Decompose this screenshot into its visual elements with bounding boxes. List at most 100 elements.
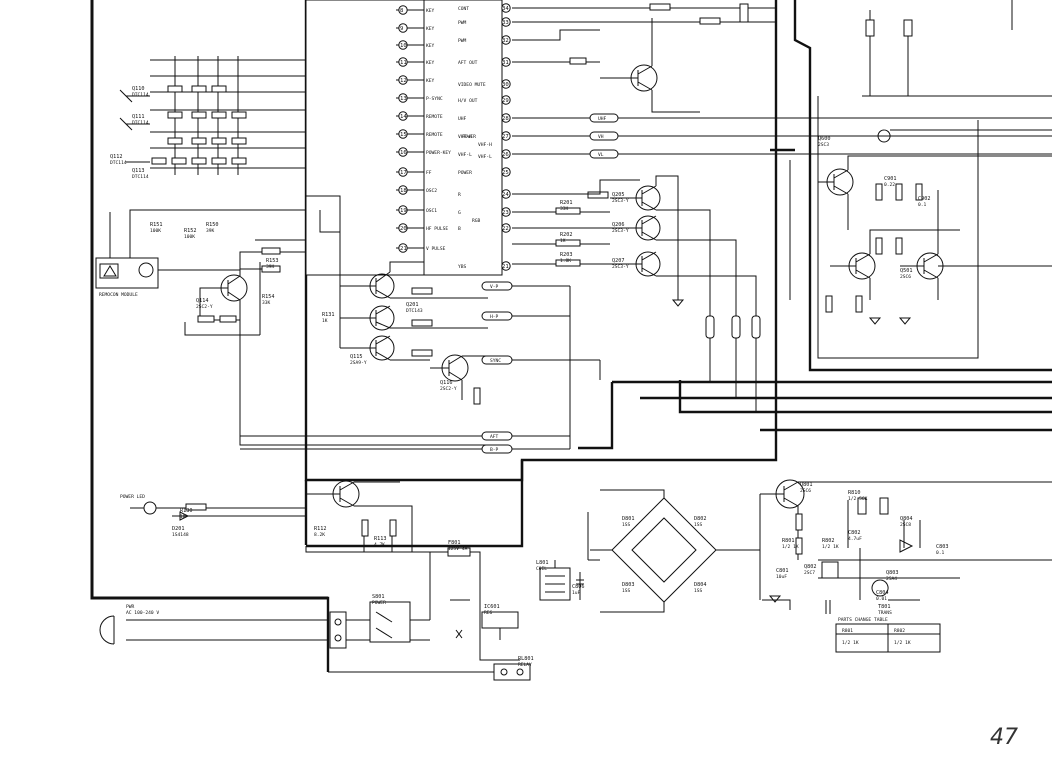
- ic-pin-label: HF PULSE: [426, 226, 448, 232]
- component-value: POWER: [372, 600, 386, 606]
- component-ref: Q201: [406, 302, 419, 308]
- bus-tag: [481, 444, 513, 454]
- ic2-pin-label: B: [458, 226, 461, 232]
- component-value: 125V 4A: [448, 546, 468, 552]
- component-value: TRANS: [878, 610, 892, 616]
- component-ref: R801: [782, 538, 795, 544]
- component-value: 2SA9-Y: [350, 360, 367, 366]
- ic2-pin-label: H/V OUT: [458, 98, 478, 104]
- component-ref: R150: [206, 222, 219, 228]
- ic2-pin-marker: [501, 95, 511, 105]
- component-ref: Q802: [804, 564, 817, 570]
- component-ref: Q501: [900, 268, 913, 274]
- remocon-module: REMOCON MODULE: [95, 209, 306, 298]
- ic2-pin-label: R: [458, 192, 461, 198]
- ic2-pin-label: VHF-L: [458, 152, 472, 158]
- ic-pin-marker: [398, 57, 408, 67]
- component-value: 2SC8: [900, 522, 911, 528]
- ic-pin-marker: [398, 5, 408, 15]
- component-value: 2SC3-Y: [612, 198, 629, 204]
- key-switches: [151, 85, 247, 165]
- component-value: RELAY: [518, 662, 532, 668]
- component-value: 33K: [262, 300, 271, 306]
- ic2-vhf-h-label: VHF-H: [478, 142, 492, 148]
- ac-input: [92, 552, 531, 681]
- bus-tag: [481, 281, 513, 291]
- component-value: 10uF: [776, 574, 787, 580]
- component-ref: R154: [262, 294, 275, 300]
- ic2-pin-label: PWM: [458, 38, 467, 44]
- band-tag-label: VH: [598, 134, 604, 140]
- component-ref: R151: [150, 222, 163, 228]
- component-value: 1S4148: [172, 532, 189, 538]
- ic2-pin-marker: [501, 223, 511, 233]
- ic2-pin-number: 24: [502, 192, 509, 198]
- ic-pin-marker: [398, 23, 408, 33]
- ic-pin-number: 15: [400, 132, 407, 138]
- ic-pin-number: 17: [400, 170, 407, 176]
- ic2-pin-number: 27: [502, 134, 509, 140]
- component-value: 0.1: [936, 550, 945, 556]
- component-ref: Q804: [900, 516, 913, 522]
- ic-pin-marker: [398, 147, 408, 157]
- ic2-pin-label: POWER: [458, 170, 472, 176]
- component-ref: R802: [822, 538, 835, 544]
- ic2-pin-label: VIDEO MUTE: [458, 82, 486, 88]
- ic2-pin-number: 22: [502, 226, 509, 232]
- ic2-pin-label: G: [458, 210, 461, 216]
- ic-pin-number: 14: [400, 114, 407, 120]
- component-value: 1K: [560, 238, 566, 244]
- component-ref: D803: [622, 582, 635, 588]
- ic2-pin-marker: [501, 167, 511, 177]
- band-tag: [589, 131, 619, 141]
- component-ref: F801: [448, 540, 461, 546]
- ic2-pin-number: 30: [502, 82, 509, 88]
- component-value: 39K: [206, 228, 215, 234]
- ic2-pin-number: 31: [502, 60, 509, 66]
- component-value: 1SS: [622, 522, 631, 528]
- ic2-pin-number: 33: [502, 20, 509, 26]
- component-ref: R201: [560, 200, 573, 206]
- ic-pin-number: 9: [400, 26, 403, 32]
- signal-bus: [240, 285, 601, 450]
- ic-pin-label: REMOTE: [426, 132, 443, 138]
- ic-pin-number: 21: [400, 246, 407, 252]
- component-ref: R152: [184, 228, 197, 234]
- ic-pin-label: P-SYNC: [426, 96, 443, 102]
- ic2-pin-label: UHF: [458, 116, 467, 122]
- ic-pin-marker: [398, 111, 408, 121]
- component-value: 100K: [150, 228, 161, 234]
- ic2-pin-marker: [501, 79, 511, 89]
- ic-pin-label: POWER-KEY: [426, 150, 451, 156]
- component-ref: Q801: [800, 482, 813, 488]
- ic-pin-number: 18: [400, 188, 407, 194]
- component-ref: T801: [878, 604, 891, 610]
- component-value: 1/2 1K: [782, 544, 799, 550]
- ic-pin-number: 11: [400, 60, 407, 66]
- component-value: 1uF: [572, 590, 581, 596]
- ic-pin-marker: [398, 243, 408, 253]
- component-ref: C901: [884, 176, 897, 182]
- bus-tag: [481, 311, 513, 321]
- component-ref: Q116: [440, 380, 453, 386]
- power-cord-spec: AC 100-240 V: [126, 610, 159, 616]
- ic-pin-label: V PULSE: [426, 246, 446, 252]
- bus-tag-label: V-P: [490, 284, 499, 290]
- component-ref: Q110: [132, 86, 145, 92]
- left-driver-stage: [184, 239, 488, 446]
- ic2-pin-marker: [501, 189, 511, 199]
- ic2-pin-marker: [501, 17, 511, 27]
- buffer-transistors: [306, 195, 488, 405]
- ic2-pin-number: 28: [502, 116, 509, 122]
- component-value: DTC114: [132, 120, 149, 126]
- ic-pin-label: KEY: [426, 60, 435, 66]
- ic2-pin-number: 26: [502, 152, 509, 158]
- component-ref: Q205: [612, 192, 625, 198]
- component-ref: D802: [694, 516, 707, 522]
- component-value: 2SA4: [886, 576, 897, 582]
